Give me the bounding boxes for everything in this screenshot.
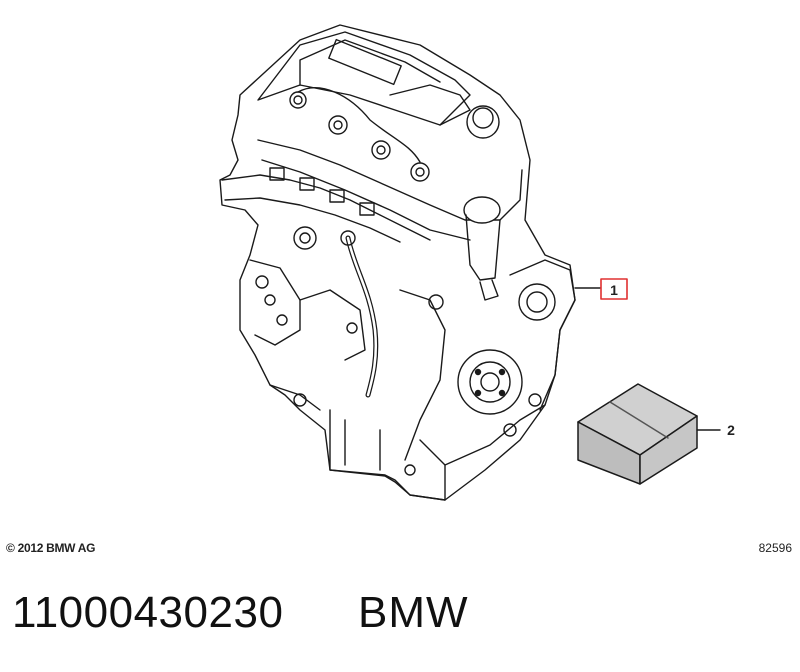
seal-kit-box-illustration — [577, 383, 698, 485]
diagram-number: 82596 — [758, 541, 792, 555]
copyright-notice: © 2012 BMW AG — [6, 541, 96, 555]
callout-1-highlight-box[interactable] — [600, 278, 628, 300]
brand-name: BMW — [358, 588, 469, 637]
engine-parts-diagram: 1 2 — [219, 24, 735, 501]
callout-1-label[interactable]: 1 — [610, 282, 618, 298]
engine-assembly-illustration — [219, 24, 576, 501]
part-number: 11000430230 — [12, 588, 284, 637]
callout-2-label[interactable]: 2 — [727, 422, 735, 438]
